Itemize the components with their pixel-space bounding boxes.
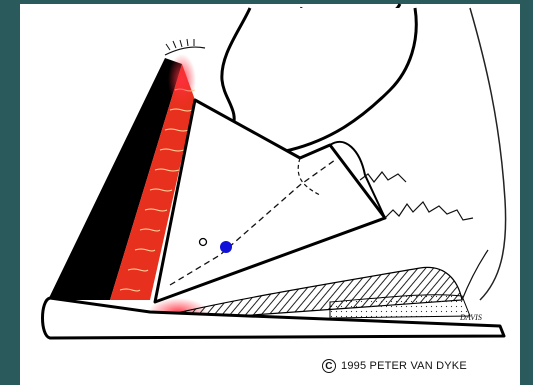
skin-outline [470, 8, 506, 300]
copyright-icon: C [322, 359, 336, 373]
blue-marker [220, 241, 232, 253]
coronet-glow [168, 54, 196, 106]
coronet-hair [165, 47, 205, 55]
artist-signature: DAVIS [459, 313, 482, 322]
digital-cushion [385, 202, 473, 220]
copyright-notice: C 1995 PETER VAN DYKE [322, 359, 467, 373]
open-marker [200, 239, 207, 246]
copyright-text: 1995 PETER VAN DYKE [341, 360, 467, 372]
